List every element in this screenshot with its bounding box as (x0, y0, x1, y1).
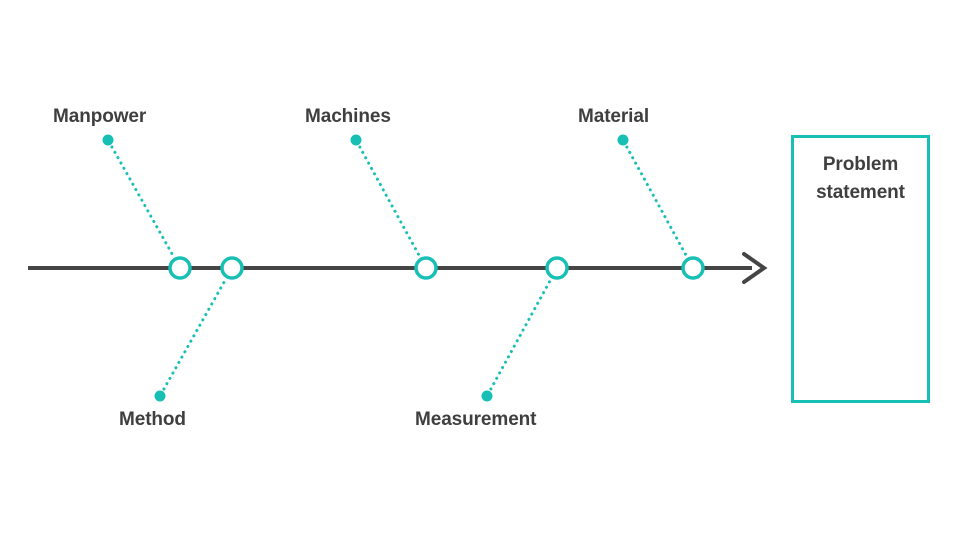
cause-label-manpower[interactable]: Manpower (53, 106, 147, 127)
branch-endpoint-dot-measurement[interactable] (481, 390, 493, 402)
spine-node-material[interactable] (681, 256, 705, 280)
branch-connector-measurement (489, 277, 553, 391)
problem-statement-line2: statement (816, 181, 905, 203)
problem-statement-line1: Problem (822, 154, 899, 175)
branch-endpoint-dot-material[interactable] (617, 134, 629, 146)
cause-label-method[interactable]: Method (119, 409, 186, 430)
spine-arrowhead-icon (742, 252, 768, 284)
branch-lines-group (110, 145, 689, 391)
problem-statement-text: Problem statement (794, 138, 927, 206)
branch-endpoint-dot-manpower[interactable] (102, 134, 114, 146)
cause-label-measurement[interactable]: Measurement (415, 409, 537, 430)
spine-node-method[interactable] (220, 256, 244, 280)
spine-node-manpower[interactable] (168, 256, 192, 280)
spine-node-measurement[interactable] (545, 256, 569, 280)
branch-connector-manpower (110, 145, 176, 259)
branch-connector-machines (358, 145, 422, 259)
branch-nodes-group (168, 256, 705, 280)
branch-connector-material (625, 145, 689, 259)
branch-connector-method (162, 277, 228, 391)
branch-dots-group (102, 134, 629, 402)
cause-label-material[interactable]: Material (578, 106, 650, 127)
branch-endpoint-dot-machines[interactable] (350, 134, 362, 146)
branch-endpoint-dot-method[interactable] (154, 390, 166, 402)
problem-statement-box[interactable]: Problem statement (791, 135, 930, 403)
cause-label-machines[interactable]: Machines (305, 106, 391, 127)
spine-node-machines[interactable] (414, 256, 438, 280)
spine-group (28, 252, 768, 284)
